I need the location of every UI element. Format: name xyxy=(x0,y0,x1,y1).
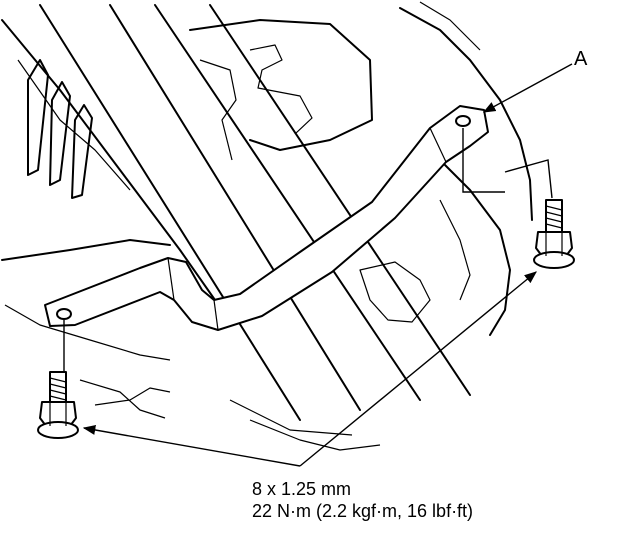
spec-pointer-right xyxy=(299,271,537,467)
bracket-upper-bolt-hole xyxy=(455,115,471,127)
spec-pointer-left xyxy=(82,425,301,467)
alignment-lines xyxy=(63,128,553,372)
engine-housing-outline xyxy=(1,1,533,451)
support-bracket xyxy=(44,105,489,331)
torque-spec-text: 22 N·m (2.2 kgf·m, 16 lbf·ft) xyxy=(252,501,474,521)
callout-a-label: A xyxy=(574,48,588,70)
bracket-lower-bolt-hole xyxy=(56,308,72,320)
fastener-spec: 8 x 1.25 mm 22 N·m (2.2 kgf·m, 16 lbf·ft… xyxy=(252,478,473,522)
bolt-left xyxy=(37,371,79,439)
bolt-size-text: 8 x 1.25 mm xyxy=(252,479,352,499)
drive-shaft xyxy=(39,4,471,436)
spec-pointers xyxy=(82,271,537,467)
callout-a-pointer xyxy=(482,63,573,113)
bolt-right xyxy=(533,199,575,269)
